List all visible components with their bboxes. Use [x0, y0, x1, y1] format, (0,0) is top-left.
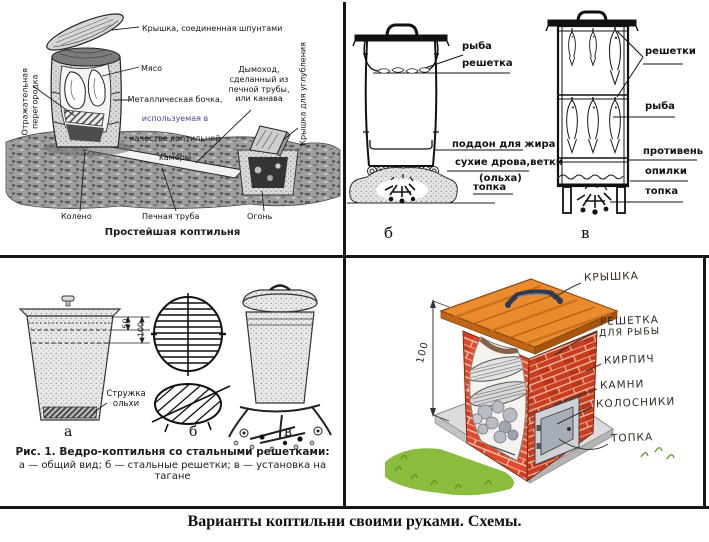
label-v-sawdust: опилки: [645, 166, 687, 177]
diagram-b-id: б: [384, 224, 394, 242]
fire-logs: [233, 426, 323, 452]
label-leaders-v: [610, 30, 697, 203]
lid-handle: [505, 289, 563, 308]
label-meat: Мясо: [141, 64, 163, 73]
leg: [562, 186, 572, 214]
label-chimney: Дымоход, сделанный из печной трубы, или …: [228, 65, 290, 104]
figure-part-a: а: [64, 424, 73, 440]
label-v-fish: рыба: [645, 101, 675, 112]
label-leaders-b: [424, 54, 529, 195]
label-b-grate: решетка: [462, 58, 513, 69]
hook: [363, 40, 379, 72]
label-b-firebox: топка: [473, 182, 507, 193]
horizontal-divider-top: [0, 255, 709, 258]
dimension-lines: [107, 315, 150, 345]
label-br-brick: КИРПИЧ: [603, 353, 655, 367]
shavings-layer: [42, 406, 98, 419]
reflective-partition: [63, 109, 105, 127]
barrel-b: [352, 23, 450, 167]
label-br-grate-line2: ДЛЯ РЫБЫ: [598, 325, 661, 340]
cabinet-v: [545, 10, 639, 214]
label-metal-barrel-line3: качестве коптильной: [129, 133, 221, 143]
fire-v: [576, 184, 612, 215]
simple-smokehouse-drawing: [5, 13, 341, 212]
figure-part-v: в: [284, 424, 292, 440]
main-caption: Варианты коптильни своими руками. Схемы.: [187, 513, 522, 530]
label-elbow: Колено: [61, 212, 92, 221]
label-b-grease-pan: поддон для жира: [452, 139, 556, 150]
label-metal-barrel: Металлическая бочка, используемая в каче…: [124, 85, 226, 173]
dimension-arrow: [430, 299, 450, 422]
brick-smokehouse-drawing: [385, 278, 675, 496]
label-leaders-br: [552, 282, 609, 450]
bucket-a: [18, 295, 150, 421]
grate-with-fish: [373, 67, 510, 74]
leg: [616, 186, 626, 214]
wood-lid: [439, 278, 619, 355]
label-alder-shavings: Стружка ольхи: [106, 389, 146, 410]
stone-pile: [471, 400, 519, 444]
label-stove-pipe: Печная труба: [142, 212, 200, 221]
diagram-b-drawing: [347, 23, 529, 204]
label-lid-tongued: Крышка, соединенная шпунтами: [142, 24, 283, 33]
pit-lid: [249, 125, 291, 157]
label-v-firebox: топка: [645, 186, 679, 197]
dimension-50: 50: [121, 318, 131, 329]
label-pit-lid: Крышка для углубления: [298, 42, 308, 146]
label-br-lid: КРЫШКА: [583, 270, 640, 284]
barrel: [44, 13, 132, 156]
simple-smokehouse-title: Простейшая коптильня: [104, 227, 241, 238]
grate-ellipse: [151, 383, 231, 433]
diagram-v-id: в: [581, 224, 590, 242]
fish-grate-1: [469, 356, 526, 382]
label-reflective-partition: Отражательная перегородка: [20, 68, 39, 136]
label-v-tray: противень: [643, 146, 704, 157]
label-metal-barrel-line1: Металлическая бочка,: [127, 94, 223, 104]
figure-part-b: б: [189, 424, 198, 440]
label-b-fish: рыба: [462, 41, 492, 52]
fire: [384, 174, 416, 204]
diagram-v-drawing: [545, 10, 697, 215]
label-br-firebox: ТОПКА: [610, 431, 654, 445]
label-fire: Огонь: [247, 212, 273, 221]
leader-lines: [32, 26, 299, 212]
label-metal-barrel-line4: камеры: [158, 153, 192, 163]
barrel-lid: [46, 13, 124, 51]
right-border: [703, 255, 706, 509]
figure1-caption: Рис. 1. Ведро-коптильня со стальными реш…: [15, 446, 330, 458]
figure1-subcaption: а — общий вид; б — стальные решетки; в —…: [18, 460, 327, 482]
bucket-figure-drawing: [18, 284, 332, 452]
dimension-100: 100: [136, 321, 146, 338]
vertical-divider: [343, 2, 346, 507]
grease-pan: [369, 140, 433, 150]
bucket-on-tripod: [228, 284, 332, 452]
label-v-grates: решетки: [645, 46, 696, 57]
label-b-dry-wood: сухие дрова,ветки: [455, 157, 563, 168]
label-metal-barrel-line2: используемая в: [141, 114, 209, 124]
hanging-fish: [566, 26, 622, 155]
horizontal-divider-bottom: [0, 506, 709, 509]
label-b-alder: (ольха): [479, 173, 522, 184]
label-br-stones: КАМНИ: [599, 378, 645, 392]
stone-base: [347, 167, 495, 204]
fire-pit: [237, 125, 299, 196]
grate-circle: [151, 293, 226, 376]
meat: [64, 69, 106, 110]
sawdust-layer: [558, 174, 624, 180]
grass: [385, 447, 675, 496]
